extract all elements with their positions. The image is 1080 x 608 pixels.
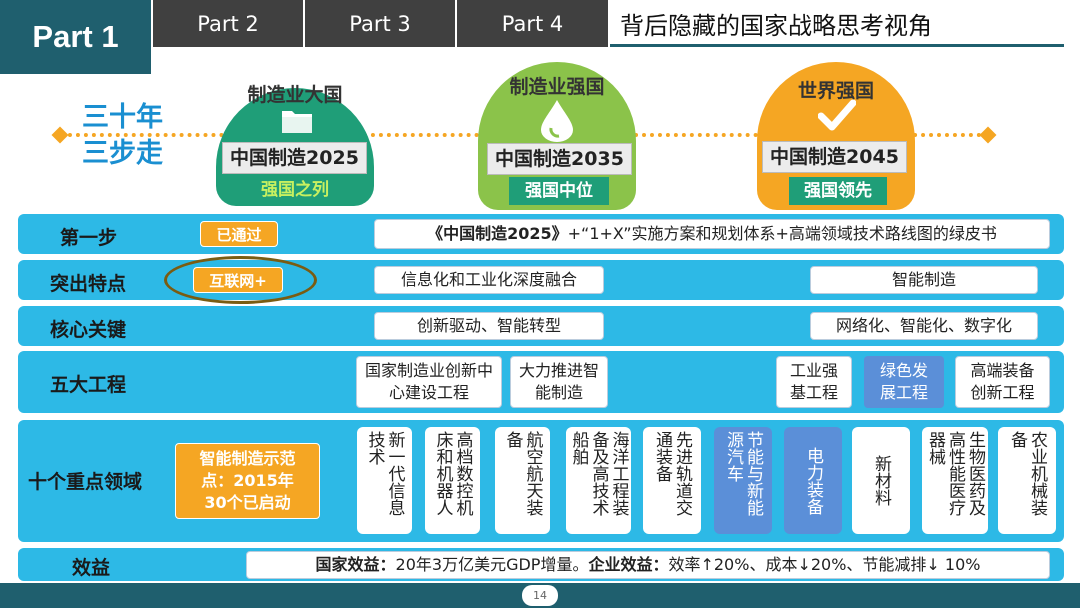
row-features-label: 突出特点: [50, 273, 127, 295]
field-2: 高档数控机床和机器人: [425, 427, 480, 534]
drop-icon: [537, 98, 577, 142]
key-item1: 创新驱动、智能转型: [374, 312, 604, 340]
row-benefit-label: 效益: [72, 557, 111, 579]
key-item2: 网络化、智能化、数字化: [810, 312, 1038, 340]
slogan: 三十年 三步走: [82, 100, 163, 172]
title-bar: [610, 0, 1064, 47]
step1-content-rest: +“1+X”实施方案和规划体系+高端领域技术路线图的绿皮书: [567, 224, 997, 243]
stage-3-plan: 中国制造2045: [762, 141, 907, 173]
page-title: 背后隐藏的国家战略思考视角: [620, 12, 932, 40]
tab-part-1[interactable]: Part 1: [0, 0, 151, 74]
field-10: 农业机械装备: [998, 427, 1056, 534]
stage-1-goal: 强国之列: [244, 176, 346, 204]
tab-part-2[interactable]: Part 2: [153, 0, 303, 47]
folder-icon: [280, 105, 314, 135]
stage-2-goal: 强国中位: [509, 177, 609, 205]
benefit-content: 国家效益：20年3万亿美元GDP增量。企业效益：效率↑20%、成本↓20%、节能…: [246, 551, 1050, 579]
row-fields-label: 十个重点领域: [28, 471, 143, 493]
benefit-enterprise-text: 效率↑20%、成本↓20%、节能减排↓ 10%: [668, 555, 981, 574]
stage-3-title: 世界强国: [797, 80, 874, 102]
stage-2-plan: 中国制造2035: [487, 143, 632, 175]
stage-1-plan: 中国制造2025: [222, 142, 367, 174]
row-projects-label: 五大工程: [50, 374, 127, 396]
features-item1: 信息化和工业化深度融合: [374, 266, 604, 294]
field-1: 新一代信息技术: [357, 427, 412, 534]
benefit-national-text: 20年3万亿美元GDP增量。: [395, 555, 589, 574]
field-6: 节能与新能源汽车: [714, 427, 772, 534]
row-step1-label: 第一步: [60, 227, 118, 249]
slogan-line1: 三十年: [82, 102, 163, 133]
step1-content-bold: 《中国制造2025》: [427, 224, 568, 243]
benefit-national-label: 国家效益：: [315, 555, 396, 574]
benefit-enterprise-label: 企业效益：: [588, 555, 669, 574]
stage-2-title: 制造业强国: [509, 76, 605, 98]
field-3: 航空航天装备: [495, 427, 550, 534]
tab-part-4[interactable]: Part 4: [457, 0, 608, 47]
timeline-start-diamond: [51, 126, 69, 144]
timeline-end-diamond: [979, 126, 997, 144]
field-8: 新材料: [852, 427, 910, 534]
project-2: 大力推进智能制造: [510, 356, 608, 408]
step1-content: 《中国制造2025》+“1+X”实施方案和规划体系+高端领域技术路线图的绿皮书: [374, 219, 1050, 249]
features-item2: 智能制造: [810, 266, 1038, 294]
field-7: 电力装备: [784, 427, 842, 534]
project-1: 国家制造业创新中心建设工程: [356, 356, 502, 408]
passed-badge: 已通过: [200, 221, 278, 247]
tab-part-3[interactable]: Part 3: [305, 0, 455, 47]
project-4: 绿色发展工程: [864, 356, 944, 408]
stage-1-title: 制造业大国: [247, 84, 343, 106]
field-4: 海洋工程装备及高技术船舶: [566, 427, 631, 534]
highlight-ellipse: [164, 256, 317, 304]
row-key-label: 核心关键: [50, 319, 127, 341]
project-3: 工业强基工程: [776, 356, 852, 408]
slogan-line2: 三步走: [82, 138, 163, 169]
demo-sites-badge: 智能制造示范点：2015年30个已启动: [175, 443, 320, 519]
page-number: 14: [522, 585, 558, 606]
field-9: 生物医药及高性能医疗器械: [922, 427, 988, 534]
stage-3-goal: 强国领先: [789, 177, 887, 205]
field-5: 先进轨道交通装备: [643, 427, 701, 534]
check-icon: [817, 98, 857, 132]
project-5: 高端装备创新工程: [955, 356, 1050, 408]
